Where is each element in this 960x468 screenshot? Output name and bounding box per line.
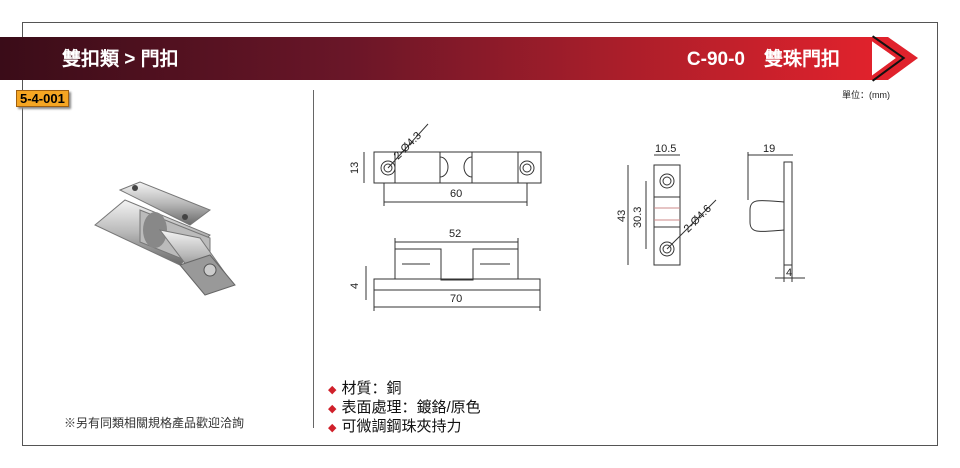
- category-breadcrumb: 雙扣類 > 門扣: [62, 49, 179, 70]
- product-title: C-90-0 雙珠門扣: [686, 49, 840, 70]
- header-band: [0, 37, 872, 80]
- feature-item: ◆可微調鋼珠夾持力: [328, 418, 462, 435]
- unit-label: 單位：(mm): [842, 90, 890, 100]
- product-photo: [94, 181, 236, 296]
- bullet-icon: ◆: [328, 403, 337, 415]
- technical-drawing: 2-Ø4.3 13 60 52 4 70 10.5 43 30.3 2-Ø4.6…: [349, 123, 805, 311]
- dim-plate-thickness: 4: [786, 267, 792, 279]
- bullet-icon: ◆: [328, 422, 337, 434]
- inquiry-note: ※另有同類相關規格產品歡迎洽詢: [64, 416, 245, 430]
- dim-height-top: 13: [349, 162, 361, 174]
- page-frame: [22, 22, 938, 446]
- header-arrow-icon: [866, 35, 918, 82]
- feature-list: ◆材質：銅 ◆表面處理：鍍鉻/原色 ◆可微調鋼珠夾持力: [328, 380, 481, 437]
- dim-base-thickness: 4: [349, 283, 361, 289]
- feature-item: ◆材質：銅: [328, 380, 402, 397]
- dim-total-height: 43: [616, 210, 628, 222]
- dim-body-length: 52: [449, 228, 461, 240]
- product-code-badge: 5-4-001: [16, 90, 69, 107]
- dim-depth: 19: [763, 143, 775, 155]
- dim-total-length: 70: [450, 293, 462, 305]
- dim-inner-pitch: 30.3: [632, 207, 644, 228]
- divider: [313, 90, 314, 428]
- bullet-icon: ◆: [328, 384, 337, 396]
- dim-hole-pitch: 60: [450, 188, 462, 200]
- feature-item: ◆表面處理：鍍鉻/原色: [328, 399, 481, 416]
- dim-hole-front: 2-Ø4.6: [682, 203, 714, 235]
- dim-width: 10.5: [655, 143, 676, 155]
- dim-hole-top: 2-Ø4.3: [392, 130, 424, 162]
